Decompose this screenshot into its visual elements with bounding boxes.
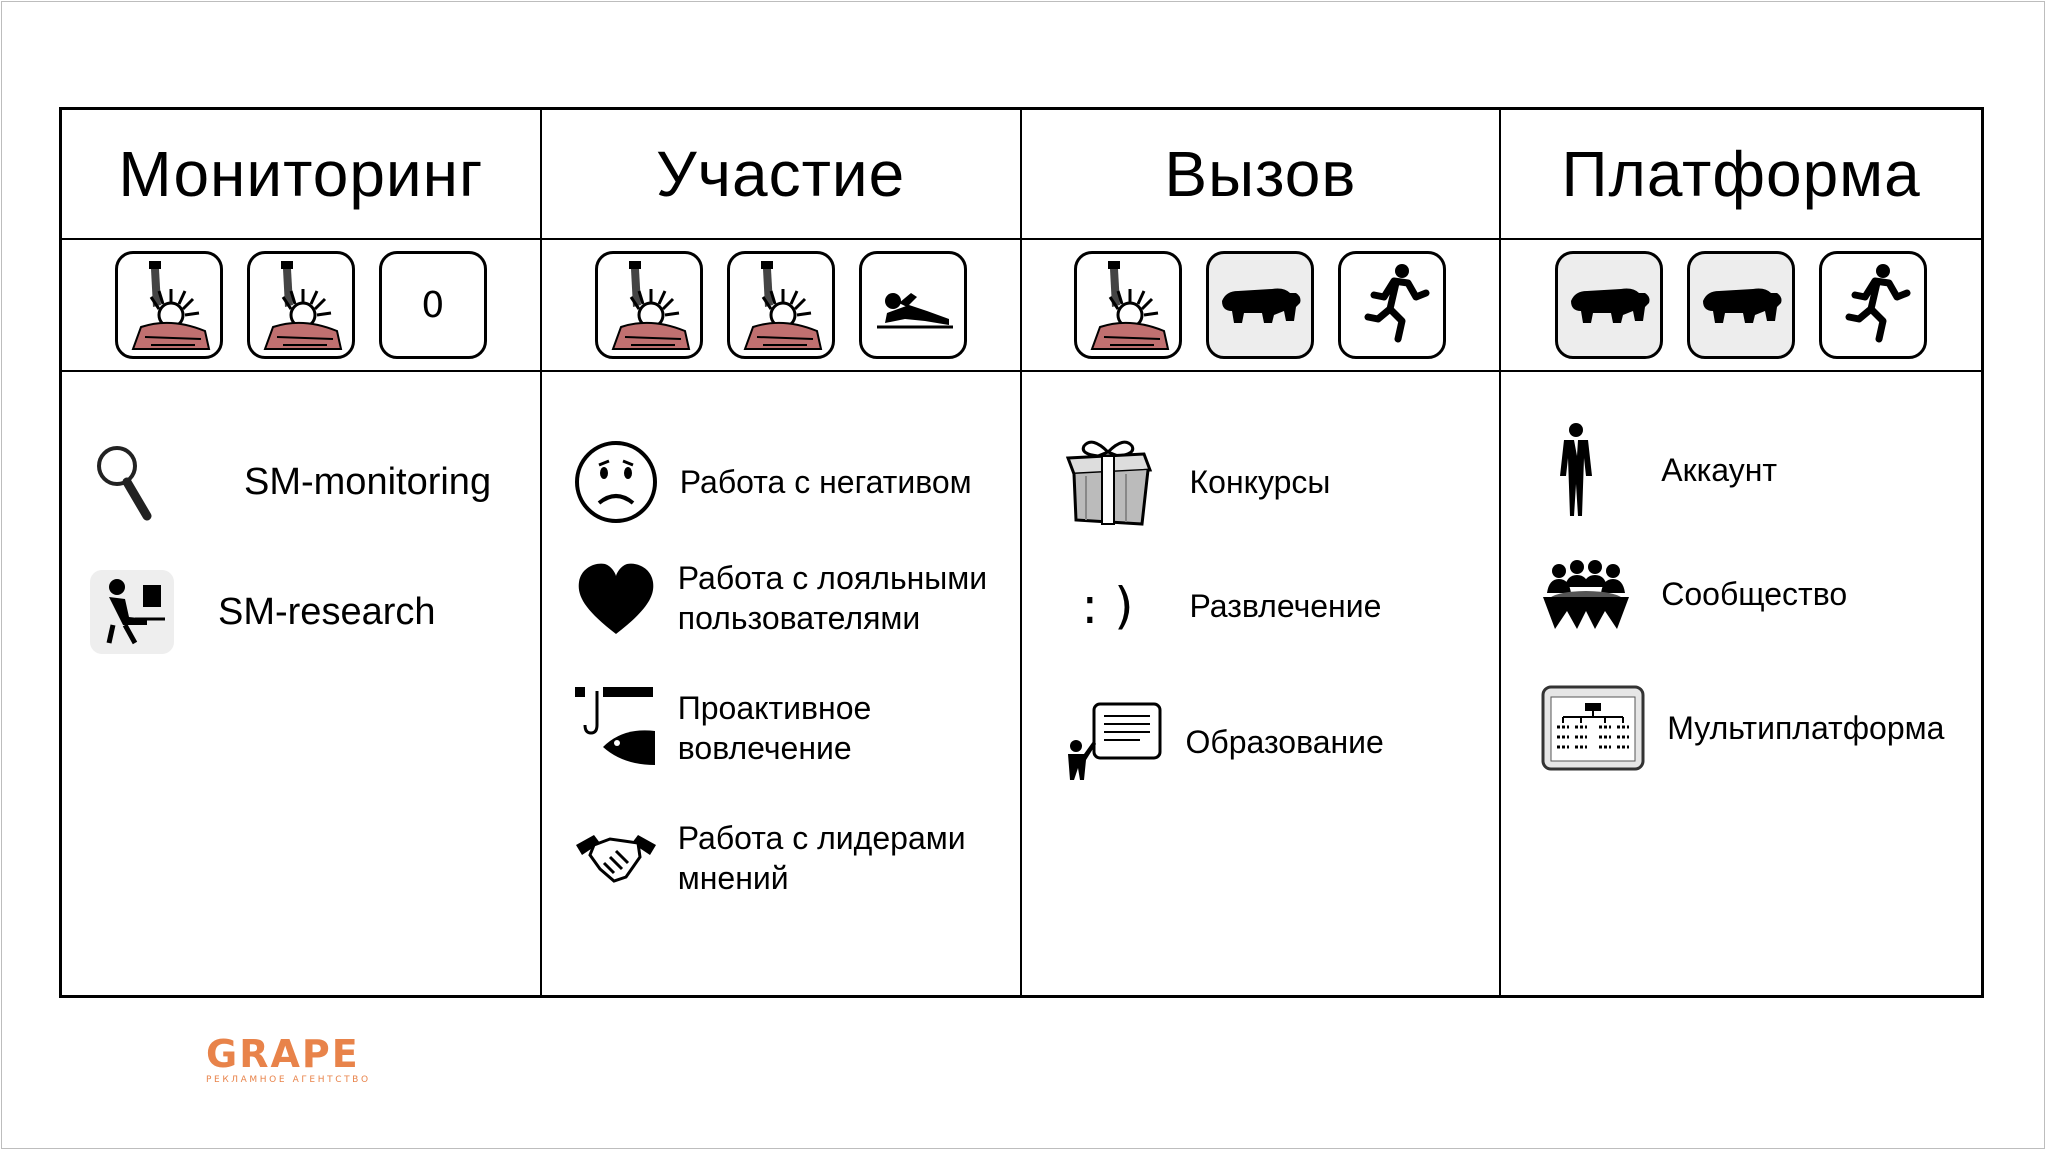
list-item: SM-monitoring — [90, 432, 540, 532]
liberty-statue-icon — [1090, 261, 1170, 350]
running-man-icon — [1845, 264, 1911, 343]
tile-zero: 0 — [378, 251, 487, 359]
items-challenge: Конкурсы : ) Развлечение Образование — [1022, 372, 1502, 995]
item-text: Работа с негативом — [679, 464, 972, 500]
teacher-board-icon — [1060, 694, 1164, 790]
column-title: Платформа — [1561, 138, 1921, 210]
item-text-line1: Работа с лидерами — [677, 820, 966, 856]
liberty-statue-icon — [611, 261, 690, 350]
logo-sub-text: РЕКЛАМНОЕ АГЕНТСТВО — [206, 1075, 371, 1085]
tiles-monitoring: 0 — [62, 240, 542, 372]
heart-icon — [572, 554, 660, 642]
item-text-line1: Проактивное — [677, 690, 872, 726]
item-text: Сообщество — [1661, 576, 1848, 612]
item-text-block: Работа с лидерами мнений — [678, 818, 966, 898]
liberty-statue-icon — [131, 261, 211, 350]
column-title: Вызов — [1164, 138, 1357, 210]
zero-text: 0 — [421, 284, 445, 326]
comparison-table: Мониторинг Участие Вызов Платформа — [59, 107, 1984, 998]
header-monitoring: Мониторинг — [62, 110, 542, 240]
item-text-line2: вовлечение — [677, 730, 852, 766]
column-title: Мониторинг — [118, 138, 484, 210]
community-group-icon — [1541, 549, 1631, 639]
tile-liberty — [114, 251, 223, 359]
tile-liberty — [246, 251, 355, 359]
bear-icon — [1571, 288, 1650, 323]
tile-liberty — [594, 251, 703, 359]
smiley-glyph: : ) — [1081, 577, 1134, 635]
tiles-platform — [1501, 240, 1981, 372]
list-item: Мультиплатформа — [1541, 678, 1981, 778]
handshake-icon — [572, 814, 660, 902]
item-text: Развлечение — [1189, 588, 1382, 624]
tile-bear — [1687, 251, 1796, 359]
column-title: Участие — [656, 138, 906, 210]
bear-icon — [1703, 288, 1782, 323]
items-monitoring: SM-monitoring SM-research — [62, 372, 542, 995]
item-text: Мультиплатформа — [1667, 710, 1945, 746]
liberty-statue-icon — [743, 261, 822, 350]
gift-box-icon — [1060, 434, 1156, 530]
smiley-text-icon: : ) — [1060, 558, 1156, 654]
tile-liberty — [1074, 251, 1183, 359]
item-text-line1: Работа с лояльными — [677, 560, 988, 596]
item-text-block: Работа с лояльными пользователями — [678, 558, 987, 638]
item-text: Конкурсы — [1189, 464, 1331, 500]
list-item: Образование — [1060, 692, 1500, 792]
grape-logo: GRAPE РЕКЛАМНОЕ АГЕНТСТВО — [206, 1035, 371, 1085]
item-text: Образование — [1185, 724, 1384, 760]
logo-main-text: GRAPE — [206, 1032, 360, 1076]
computer-worker-icon — [90, 570, 174, 654]
header-challenge: Вызов — [1021, 110, 1502, 240]
tiles-participation — [541, 240, 1022, 372]
tile-lying-person — [858, 251, 967, 359]
list-item: Работа с негативом — [572, 432, 1020, 532]
list-item: SM-research — [90, 562, 540, 662]
header-platform: Платформа — [1501, 110, 1981, 240]
items-participation: Работа с негативом Работа с лояльными по… — [542, 372, 1022, 995]
org-chart-icon — [1541, 683, 1645, 773]
list-item: Сообщество — [1541, 544, 1981, 644]
tile-running-man — [1819, 251, 1928, 359]
tile-bear — [1206, 251, 1315, 359]
list-item: Аккаунт — [1541, 420, 1981, 520]
items-platform: Аккаунт Сообщество — [1501, 372, 1981, 995]
running-man-icon — [1364, 264, 1430, 343]
tile-running-man — [1338, 251, 1447, 359]
fish-hook-icon — [572, 684, 660, 772]
tiles-challenge — [1021, 240, 1502, 372]
item-text: Аккаунт — [1661, 452, 1778, 488]
header-participation: Участие — [541, 110, 1022, 240]
item-text-line2: мнений — [677, 860, 789, 896]
item-text-block: Проактивное вовлечение — [678, 688, 872, 768]
list-item: Работа с лояльными пользователями — [572, 548, 1020, 648]
tile-liberty — [726, 251, 835, 359]
item-text: SM-monitoring — [244, 461, 492, 503]
liberty-statue-icon — [263, 261, 343, 350]
list-item: Работа с лидерами мнений — [572, 808, 1020, 908]
list-item: Конкурсы — [1060, 432, 1500, 532]
item-text-line2: пользователями — [677, 600, 921, 636]
magnifier-icon — [90, 437, 160, 527]
bear-icon — [1222, 288, 1301, 323]
businessman-icon — [1541, 420, 1611, 520]
list-item: : ) Развлечение — [1060, 556, 1500, 656]
sad-face-icon — [572, 438, 660, 526]
item-text: SM-research — [218, 591, 436, 633]
list-item: Проактивное вовлечение — [572, 678, 1020, 778]
tile-bear — [1555, 251, 1664, 359]
lying-person-icon — [876, 293, 953, 329]
